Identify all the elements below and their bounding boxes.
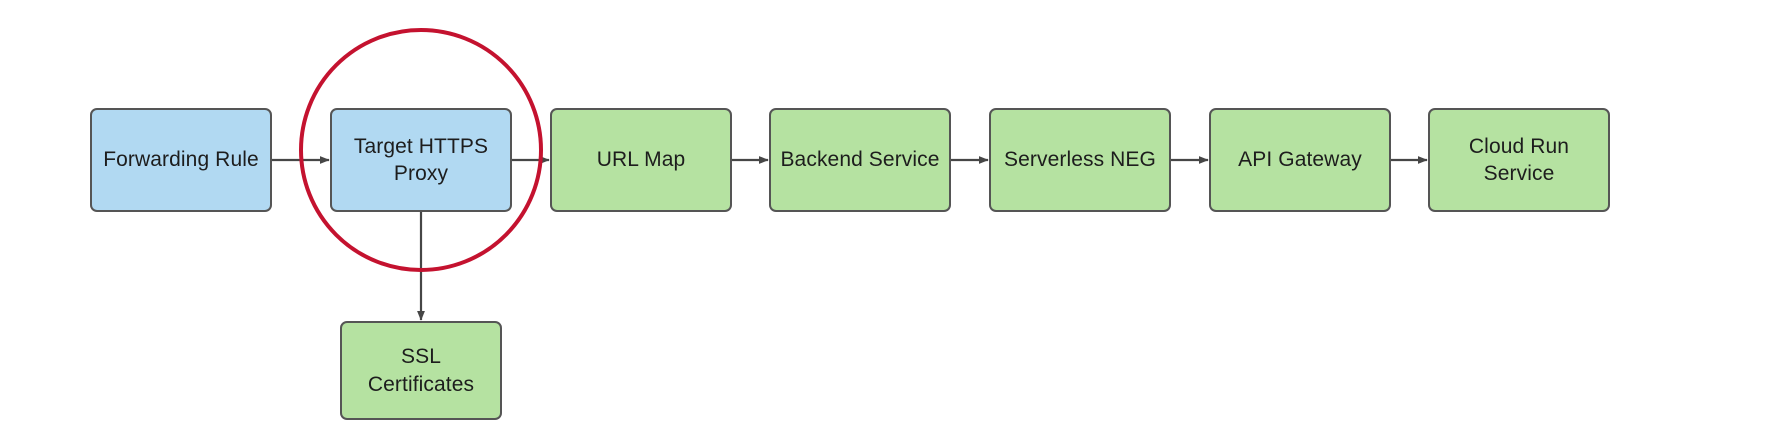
node-label-url-map: URL Map bbox=[596, 148, 686, 172]
node-label-api-gateway: API Gateway bbox=[1238, 148, 1362, 172]
node-label-serverless-neg: Serverless NEG bbox=[1004, 148, 1156, 172]
node-url-map[interactable]: URL Map bbox=[550, 108, 732, 212]
node-api-gateway[interactable]: API Gateway bbox=[1209, 108, 1391, 212]
node-cloud-run-service[interactable]: Cloud Run Service bbox=[1428, 108, 1610, 212]
node-serverless-neg[interactable]: Serverless NEG bbox=[989, 108, 1171, 212]
node-label-ssl-certificates: SSL Certificates bbox=[367, 345, 475, 396]
node-label-forwarding-rule: Forwarding Rule bbox=[103, 148, 259, 172]
highlight-circle-annotation bbox=[299, 28, 543, 272]
node-label-backend-service: Backend Service bbox=[780, 148, 940, 172]
node-backend-service[interactable]: Backend Service bbox=[769, 108, 951, 212]
node-label-cloud-run-service: Cloud Run Service bbox=[1468, 134, 1570, 185]
node-ssl-certificates[interactable]: SSL Certificates bbox=[340, 321, 502, 420]
node-forwarding-rule[interactable]: Forwarding Rule bbox=[90, 108, 272, 212]
